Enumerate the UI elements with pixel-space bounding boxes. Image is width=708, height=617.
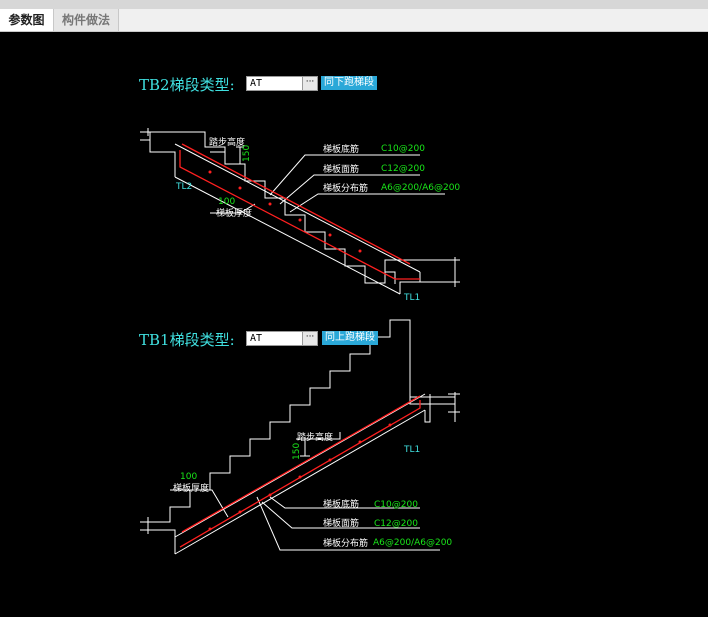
tb1-beam-tl1: TL1 <box>404 445 421 455</box>
tb2-thickness-label: 梯板厚度 <box>216 209 253 219</box>
tb2-bottom-rebar-value: C10@200 <box>381 144 425 154</box>
tb1-rebar <box>179 395 421 548</box>
tb1-type-label: TB1梯段类型: <box>139 331 235 349</box>
stair-diagram-svg <box>140 128 460 555</box>
tab-component-method[interactable]: 构件做法 <box>54 9 119 31</box>
tb1-top-rebar-value: C12@200 <box>374 519 418 529</box>
window-top-strip <box>0 0 708 9</box>
tb1-dist-rebar-label: 梯板分布筋 <box>323 539 369 549</box>
tb2-bottom-rebar-label: 梯板底筋 <box>323 145 360 155</box>
tb2-stair-outline <box>140 128 460 295</box>
tb1-stair-outline <box>140 319 460 555</box>
tb1-step-height-label: 踏步高度 <box>297 433 334 443</box>
drawing-canvas: TB2梯段类型: AT ··· 同下跑梯段 踏步高度 150 梯板底筋 C10@… <box>0 32 708 617</box>
tb2-rebar <box>179 143 420 280</box>
tb1-thickness-label: 梯板厚度 <box>173 484 210 494</box>
tb2-type-select[interactable]: AT ··· <box>246 76 318 91</box>
tb1-dist-rebar-value: A6@200/A6@200 <box>373 538 453 548</box>
tb1-same-as-upper-button[interactable]: 同上跑梯段 <box>322 331 378 345</box>
tb2-thickness-dim: 100 <box>218 197 236 207</box>
tb2-rebar-dots <box>208 170 362 253</box>
tb1-thickness-dim: 100 <box>180 472 198 482</box>
tab-param-diagram[interactable]: 参数图 <box>0 9 54 31</box>
tb1-bottom-rebar-value: C10@200 <box>374 500 418 510</box>
tb1-type-value: AT <box>250 333 263 344</box>
tb2-top-rebar-value: C12@200 <box>381 164 425 174</box>
tb2-step-dim: 150 <box>242 144 252 162</box>
tb1-type-select[interactable]: AT ··· <box>246 331 318 346</box>
tb2-same-as-lower-button[interactable]: 同下跑梯段 <box>321 76 377 90</box>
tb1-bottom-rebar-label: 梯板底筋 <box>323 500 360 510</box>
tb2-type-value: AT <box>250 78 263 89</box>
tb1-top-rebar-label: 梯板面筋 <box>323 519 360 529</box>
tb2-dist-rebar-value: A6@200/A6@200 <box>381 183 461 193</box>
tb2-top-rebar-label: 梯板面筋 <box>323 165 360 175</box>
tb1-step-dim: 150 <box>292 442 302 460</box>
tb1-rebar-dots <box>208 423 392 531</box>
tb2-dist-rebar-label: 梯板分布筋 <box>323 184 369 194</box>
tb1-more-icon[interactable]: ··· <box>302 332 317 345</box>
tb2-step-height-label: 踏步高度 <box>209 138 246 148</box>
tb2-beam-tl2: TL2 <box>176 182 193 192</box>
tab-bar: 参数图 构件做法 <box>0 9 708 32</box>
tb2-more-icon[interactable]: ··· <box>302 77 317 90</box>
tb2-beam-tl1: TL1 <box>404 293 421 303</box>
tb2-type-label: TB2梯段类型: <box>139 76 235 94</box>
